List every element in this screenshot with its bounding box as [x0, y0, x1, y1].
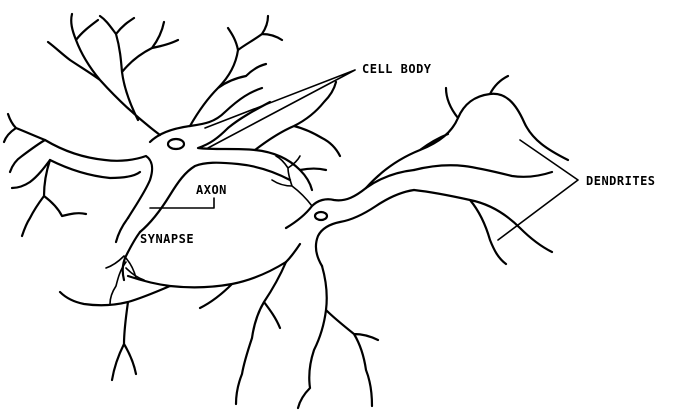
dendrites-label: DENDRITES [586, 175, 656, 187]
small-neuron-soma [286, 170, 414, 266]
large-neuron-soma [45, 88, 300, 232]
small-neuron-dendrite-right [366, 76, 568, 264]
synapse-label: SYNAPSE [140, 233, 194, 245]
large-neuron-dendrite-top [190, 16, 282, 126]
small-neuron-dendrite-left [60, 262, 286, 380]
cell-body-label: CELL BODY [362, 63, 432, 75]
large-neuron-dendrite-upper-left [48, 14, 178, 135]
small-neuron-dendrite-bottom [236, 262, 378, 408]
dendrites-pointer [498, 140, 578, 240]
small-neuron [60, 76, 568, 408]
pointer-lines [150, 70, 578, 240]
small-neuron-nucleus [315, 212, 327, 220]
axon-label: AXON [196, 184, 227, 196]
large-neuron-dendrite-left [4, 114, 86, 236]
large-neuron-nucleus [168, 139, 184, 149]
large-neuron-dendrite-right [255, 82, 340, 190]
axon-pointer [150, 198, 214, 208]
